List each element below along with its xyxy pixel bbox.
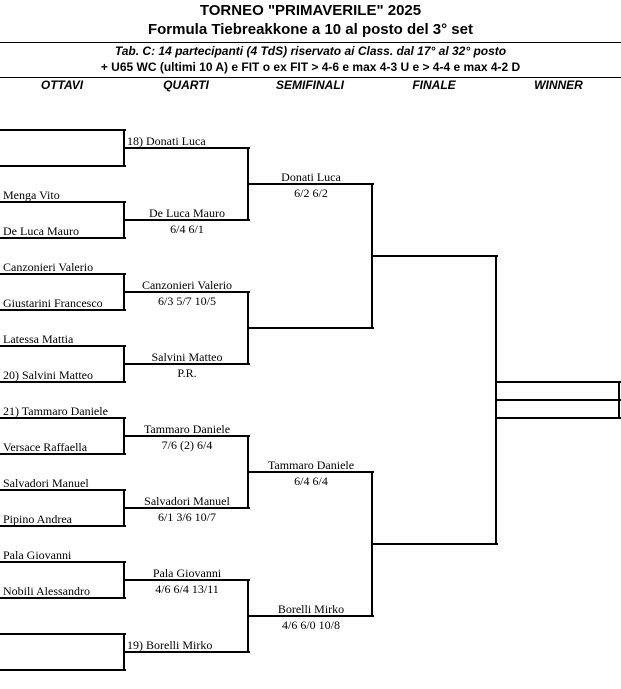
info-line-1: Tab. C: 14 partecipanti (4 TdS) riservat…: [114, 44, 507, 58]
bracket-line-ottavi-16: [0, 669, 126, 671]
column-header-semifinali: SEMIFINALI: [276, 78, 344, 92]
bracket-line-quarti-2: [124, 219, 250, 221]
player-name-ottavi-5: Canzonieri Valerio: [3, 260, 94, 274]
match-score-quarti-5: 7/6 (2) 6/4: [161, 438, 213, 452]
player-name-ottavi-3: Menga Vito: [3, 188, 60, 202]
match-score-semifinali-4: 4/6 6/0 10/8: [281, 618, 340, 632]
player-name-quarti-4: Salvini Matteo: [151, 350, 223, 364]
bracket-line-semifinali-2: [248, 327, 374, 329]
match-score-quarti-4: P.R.: [177, 366, 197, 380]
column-header-ottavi: OTTAVI: [40, 78, 84, 92]
player-name-semifinali-3: Tammaro Daniele: [267, 458, 355, 472]
info-line-2: + U65 WC (ultimi 10 A) e FIT o ex FIT > …: [100, 60, 521, 74]
bracket-line-ottavi-13: [0, 561, 126, 563]
match-score-quarti-6: 6/1 3/6 10/7: [157, 510, 216, 524]
bracket-line-quarti-7: [124, 579, 250, 581]
column-header-winner: WINNER: [534, 78, 583, 92]
player-name-ottavi-8: 20) Salvini Matteo: [3, 368, 93, 382]
player-name-quarti-7: Pala Giovanni: [152, 566, 222, 580]
column-header-quarti: QUARTI: [163, 78, 209, 92]
player-name-quarti-6: Salvadori Manuel: [144, 494, 230, 508]
player-name-ottavi-13: Pala Giovanni: [3, 548, 72, 562]
match-score-quarti-2: 6/4 6/1: [170, 222, 204, 236]
bracket-line-ottavi-8: [0, 381, 126, 383]
match-score-quarti-3: 6/3 5/7 10/5: [157, 294, 216, 308]
bracket-line-ottavi-15: [0, 633, 126, 635]
bracket-line-quarti-6: [124, 507, 250, 509]
winner-box-bottom: [496, 417, 621, 419]
match-score-semifinali-1: 6/2 6/2: [294, 186, 328, 200]
winner-box-right: [618, 381, 620, 419]
bracket-line-finale-1: [372, 255, 498, 257]
player-name-ottavi-7: Latessa Mattia: [3, 332, 74, 346]
info-band: Tab. C: 14 partecipanti (4 TdS) riservat…: [0, 42, 621, 78]
bracket-line-ottavi-11: [0, 489, 126, 491]
bracket-line-ottavi-10: [0, 453, 126, 455]
bracket-line-ottavi-1: [0, 129, 126, 131]
bracket-line-quarti-5: [124, 435, 250, 437]
player-name-ottavi-9: 21) Tammaro Daniele: [3, 404, 108, 418]
player-name-quarti-2: De Luca Mauro: [149, 206, 225, 220]
player-name-quarti-5: Tammaro Daniele: [143, 422, 231, 436]
column-header-finale: FINALE: [412, 78, 456, 92]
player-name-quarti-1: 18) Donati Luca: [127, 134, 206, 148]
player-name-ottavi-4: De Luca Mauro: [3, 224, 79, 238]
bracket-line-quarti-8: [124, 651, 250, 653]
bracket-line-ottavi-6: [0, 309, 126, 311]
winner-box-top: [496, 381, 621, 383]
bracket-line-ottavi-4: [0, 237, 126, 239]
player-name-semifinali-4: Borelli Mirko: [277, 602, 345, 616]
bracket-line-quarti-3: [124, 291, 250, 293]
tournament-subtitle: Formula Tiebreakkone a 10 al posto del 3…: [147, 21, 473, 38]
match-score-semifinali-3: 6/4 6/4: [294, 474, 328, 488]
bracket-line-quarti-4: [124, 363, 250, 365]
player-name-quarti-3: Canzonieri Valerio: [141, 278, 233, 292]
bracket-line-ottavi-5: [0, 273, 126, 275]
bracket-line-finale-2: [372, 543, 498, 545]
bracket-line-semifinali-3: [248, 471, 374, 473]
bracket-line-semifinali-1: [248, 183, 374, 185]
player-name-ottavi-10: Versace Raffaella: [3, 440, 88, 454]
bracket-line-quarti-1: [124, 147, 250, 149]
player-name-semifinali-1: Donati Luca: [281, 170, 341, 184]
bracket-line-ottavi-7: [0, 345, 126, 347]
player-name-ottavi-14: Nobili Alessandro: [3, 584, 90, 598]
player-name-ottavi-11: Salvadori Manuel: [3, 476, 89, 490]
bracket-line-semifinali-4: [248, 615, 374, 617]
bracket-line-ottavi-12: [0, 525, 126, 527]
tournament-title: TORNEO "PRIMAVERILE" 2025: [199, 2, 422, 19]
player-name-ottavi-6: Giustarini Francesco: [3, 296, 103, 310]
bracket-line-ottavi-2: [0, 165, 126, 167]
bracket-line-ottavi-9: [0, 417, 126, 419]
match-score-quarti-7: 4/6 6/4 13/11: [155, 582, 219, 596]
bracket-line-winner-1: [496, 399, 621, 401]
player-name-ottavi-12: Pipino Andrea: [3, 512, 72, 526]
bracket-line-ottavi-14: [0, 597, 126, 599]
player-name-quarti-8: 19) Borelli Mirko: [127, 638, 213, 652]
bracket-line-ottavi-3: [0, 201, 126, 203]
